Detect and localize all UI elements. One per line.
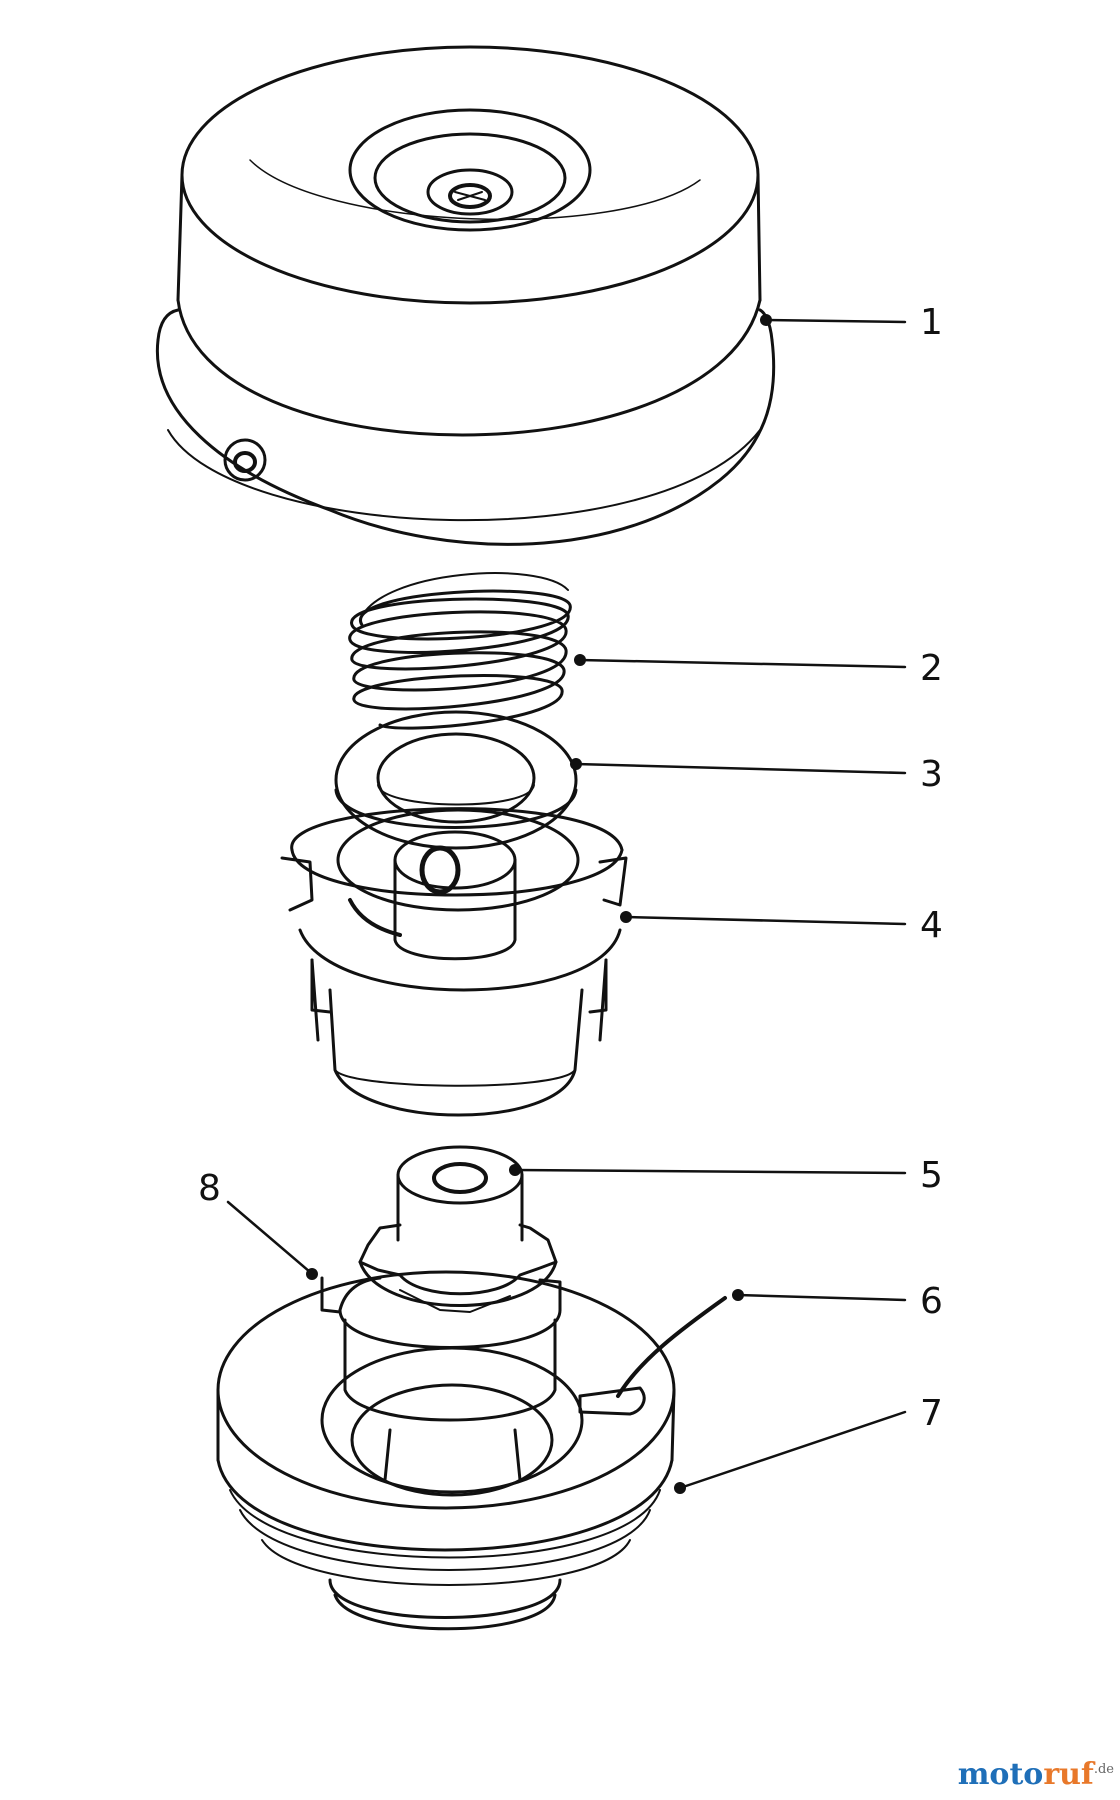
part-1-cap [155, 45, 776, 546]
watermark-brand-main: moto [957, 1757, 1044, 1792]
callout-4: 4 [920, 905, 943, 946]
callout-6: 6 [920, 1281, 943, 1322]
watermark-logo: motoruf.de [958, 1757, 1114, 1792]
part-5-spindle [358, 1145, 558, 1313]
callout-7: 7 [920, 1393, 943, 1434]
callout-1: 1 [920, 302, 943, 343]
callout-2: 2 [920, 648, 943, 689]
part-2-spring [348, 572, 572, 730]
leader-lines [226, 318, 907, 1490]
watermark-brand-accent: ruf [1043, 1757, 1094, 1792]
watermark-brand-tld: .de [1093, 1762, 1114, 1777]
callout-3: 3 [920, 754, 943, 795]
part-4-holder [280, 807, 628, 1117]
part-7-spool [216, 1270, 727, 1631]
part-3-washer [334, 710, 578, 850]
leader-dots [306, 314, 772, 1494]
callout-5: 5 [920, 1155, 943, 1196]
callout-8: 8 [198, 1168, 221, 1209]
callout-labels: 1 2 3 4 5 6 7 8 [198, 302, 943, 1434]
